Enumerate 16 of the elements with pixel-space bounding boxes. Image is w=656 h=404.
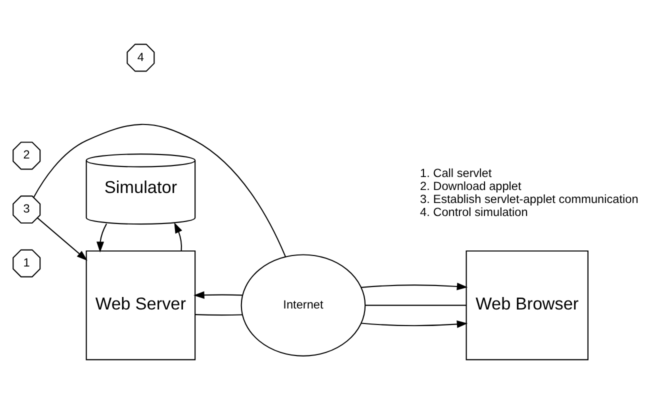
arrow: [96, 224, 108, 252]
arrow: [37, 218, 88, 261]
label: 2. Download applet: [420, 178, 522, 193]
arrow: [361, 282, 468, 290]
arrow: [194, 291, 242, 299]
arrow: [174, 222, 182, 251]
label: 3. Establish servlet-applet communication: [420, 192, 638, 206]
node-box: Web Server: [86, 250, 196, 360]
label: 1. Call servlet: [420, 166, 492, 180]
label: 4. Control simulation: [420, 204, 528, 219]
node-box: Web Browser: [466, 250, 588, 360]
connector: [195, 314, 242, 316]
connector: [365, 304, 466, 306]
node-ellipse: Internet: [240, 254, 366, 356]
connector: [33, 124, 286, 257]
arrow: [361, 320, 468, 328]
